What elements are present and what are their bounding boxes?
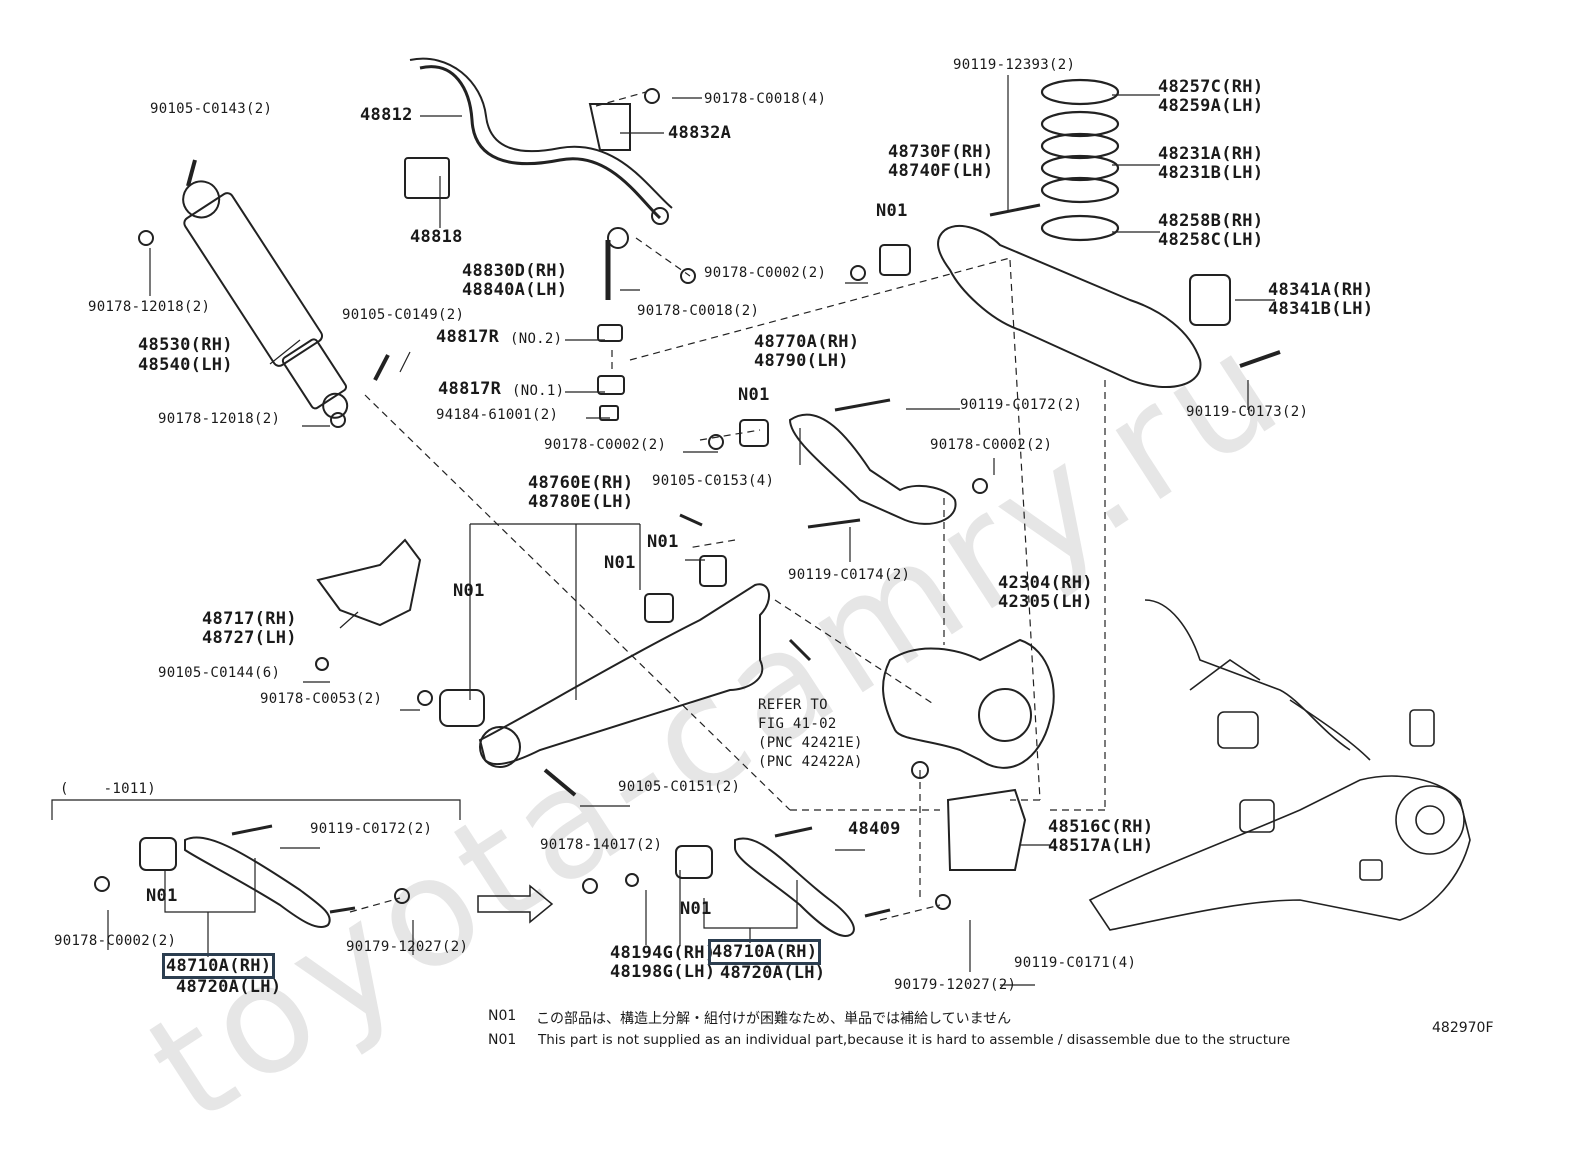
label-48832A: 48832A — [668, 123, 732, 143]
label-90178-C0002-d: 90178-C0002(2) — [54, 933, 177, 949]
label-48259A: 48259A(LH) — [1158, 96, 1264, 116]
label-48717: 48717(RH) — [202, 609, 297, 629]
label-n01-a: N01 — [876, 201, 908, 221]
note-english: This part is not supplied as an individu… — [538, 1032, 1291, 1048]
label-90105-C0153: 90105-C0153(4) — [652, 473, 775, 489]
label-90179-12027-a: 90179-12027(2) — [346, 939, 469, 955]
label-48790: 48790(LH) — [754, 351, 849, 371]
label-48818: 48818 — [410, 227, 463, 247]
note-code-2: N01 — [488, 1032, 517, 1048]
label-bracket-note: ( -1011) — [60, 781, 157, 797]
label-48517A: 48517A(LH) — [1048, 836, 1154, 856]
label-48720A-right: 48720A(LH) — [720, 963, 826, 983]
diagram-id: 482970F — [1432, 1020, 1494, 1036]
label-90119-C0172-b: 90119-C0172(2) — [310, 821, 433, 837]
dashed-relations — [349, 91, 1106, 921]
label-n01-b: N01 — [738, 385, 770, 405]
note-code-1: N01 — [488, 1008, 517, 1024]
label-48194G: 48194G(RH) — [610, 943, 716, 963]
label-48409: 48409 — [848, 819, 901, 839]
label-48817R-no2: 48817R — [436, 327, 500, 347]
label-n01-g: N01 — [680, 899, 712, 919]
lower-arm-left — [94, 824, 410, 928]
label-48812: 48812 — [360, 105, 413, 125]
label-42304: 42304(RH) — [998, 573, 1093, 593]
label-48540: 48540(LH) — [138, 355, 233, 375]
label-90178-C0018-b: 90178-C0018(2) — [637, 303, 760, 319]
label-90119-C0173: 90119-C0173(2) — [1186, 404, 1309, 420]
label-48710A-right-highlighted[interactable]: 48710A(RH) — [707, 939, 822, 965]
label-90178-14017: 90178-14017(2) — [540, 837, 663, 853]
label-90178-12018-b: 90178-12018(2) — [158, 411, 281, 427]
label-48231A: 48231A(RH) — [1158, 144, 1264, 164]
label-n01-f: N01 — [146, 886, 178, 906]
label-90178-C0053: 90178-C0053(2) — [260, 691, 383, 707]
label-48258B: 48258B(RH) — [1158, 211, 1264, 231]
label-refer-line1: REFER TO — [758, 697, 828, 713]
label-refer-line3: (PNC 42421E) — [758, 735, 863, 751]
label-48257C: 48257C(RH) — [1158, 77, 1264, 97]
lower-arm-right — [582, 826, 951, 937]
label-48760E: 48760E(RH) — [528, 473, 634, 493]
label-48258C: 48258C(LH) — [1158, 230, 1264, 250]
label-n01-e: N01 — [453, 581, 485, 601]
label-48341B: 48341B(LH) — [1268, 299, 1374, 319]
label-90119-C0171: 90119-C0171(4) — [1014, 955, 1137, 971]
label-48516C: 48516C(RH) — [1048, 817, 1154, 837]
label-90119-C0174: 90119-C0174(2) — [788, 567, 911, 583]
label-refer-line4: (PNC 42422A) — [758, 754, 863, 770]
label-90105-C0143: 90105-C0143(2) — [150, 101, 273, 117]
label-48740F: 48740F(LH) — [888, 161, 994, 181]
label-n01-d: N01 — [604, 553, 636, 573]
label-48817R-no2-suffix: (NO.2) — [510, 331, 563, 347]
label-90119-12393: 90119-12393(2) — [953, 57, 1076, 73]
note-japanese: この部品は、構造上分解・組付けが困難なため、単品では補給していません — [536, 1011, 1012, 1027]
label-90178-C0018-a: 90178-C0018(4) — [704, 91, 827, 107]
label-48730F: 48730F(RH) — [888, 142, 994, 162]
label-48817R-no1: 48817R — [438, 379, 502, 399]
parts-diagram — [51, 57, 1471, 986]
label-48840A: 48840A(LH) — [462, 280, 568, 300]
label-90179-12027-b: 90179-12027(2) — [894, 977, 1017, 993]
label-n01-c: N01 — [647, 532, 679, 552]
label-48780E: 48780E(LH) — [528, 492, 634, 512]
label-90178-C0002-c: 90178-C0002(2) — [930, 437, 1053, 453]
label-48530: 48530(RH) — [138, 335, 233, 355]
label-48198G: 48198G(LH) — [610, 962, 716, 982]
label-90178-C0002-a: 90178-C0002(2) — [704, 265, 827, 281]
label-48341A: 48341A(RH) — [1268, 280, 1374, 300]
label-48710A-left-highlighted[interactable]: 48710A(RH) — [161, 953, 276, 979]
assembly-overview — [1088, 599, 1471, 931]
label-90178-C0002-b: 90178-C0002(2) — [544, 437, 667, 453]
label-48231B: 48231B(LH) — [1158, 163, 1264, 183]
label-90178-12018-a: 90178-12018(2) — [88, 299, 211, 315]
label-48770A: 48770A(RH) — [754, 332, 860, 352]
coil-spring — [1040, 78, 1120, 242]
label-42305: 42305(LH) — [998, 592, 1093, 612]
label-90105-C0144: 90105-C0144(6) — [158, 665, 281, 681]
label-48830D: 48830D(RH) — [462, 261, 568, 281]
label-90105-C0151: 90105-C0151(2) — [618, 779, 741, 795]
label-90119-C0172-a: 90119-C0172(2) — [960, 397, 1083, 413]
label-48727: 48727(LH) — [202, 628, 297, 648]
label-94184-61001: 94184-61001(2) — [436, 407, 559, 423]
label-refer-line2: FIG 41-02 — [758, 716, 837, 732]
label-48817R-no1-suffix: (NO.1) — [512, 383, 565, 399]
label-90105-C0149: 90105-C0149(2) — [342, 307, 465, 323]
label-48720A-left: 48720A(LH) — [176, 977, 282, 997]
